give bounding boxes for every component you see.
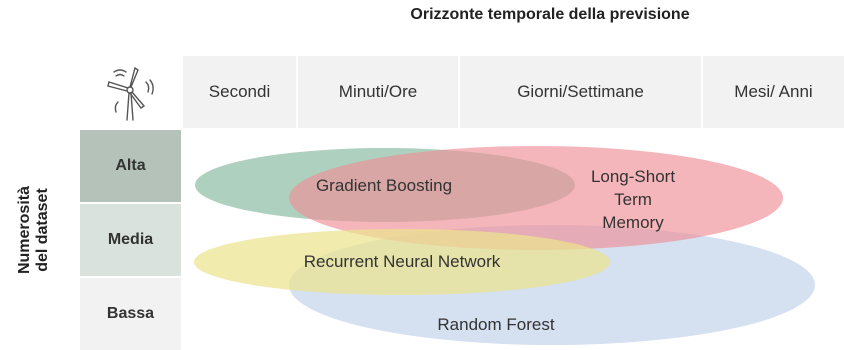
wind-turbine-icon (107, 66, 154, 121)
column-header-giorni-settimane: Giorni/Settimane (460, 56, 701, 128)
label-rnn: Recurrent Neural Network (304, 252, 501, 271)
header-icon-cell (80, 56, 180, 128)
row-header-alta: Alta (80, 130, 181, 202)
column-header-mesi-anni: Mesi/ Anni (703, 56, 844, 128)
column-header-secondi: Secondi (183, 56, 296, 128)
ellipse-rnn (194, 229, 610, 295)
row-header-bassa: Bassa (80, 278, 181, 350)
label-lstm-line1: Long-Short (591, 167, 675, 186)
label-lstm-line3: Memory (602, 213, 664, 232)
ellipse-lstm (289, 146, 783, 250)
label-gradient-boosting: Gradient Boosting (316, 176, 452, 195)
row-header-media: Media (80, 204, 181, 276)
label-random-forest: Random Forest (437, 315, 554, 334)
column-header-minuti-ore: Minuti/Ore (298, 56, 458, 128)
chart-title: Orizzonte temporale della previsione (410, 6, 690, 23)
label-lstm-line2: Term (614, 190, 652, 209)
